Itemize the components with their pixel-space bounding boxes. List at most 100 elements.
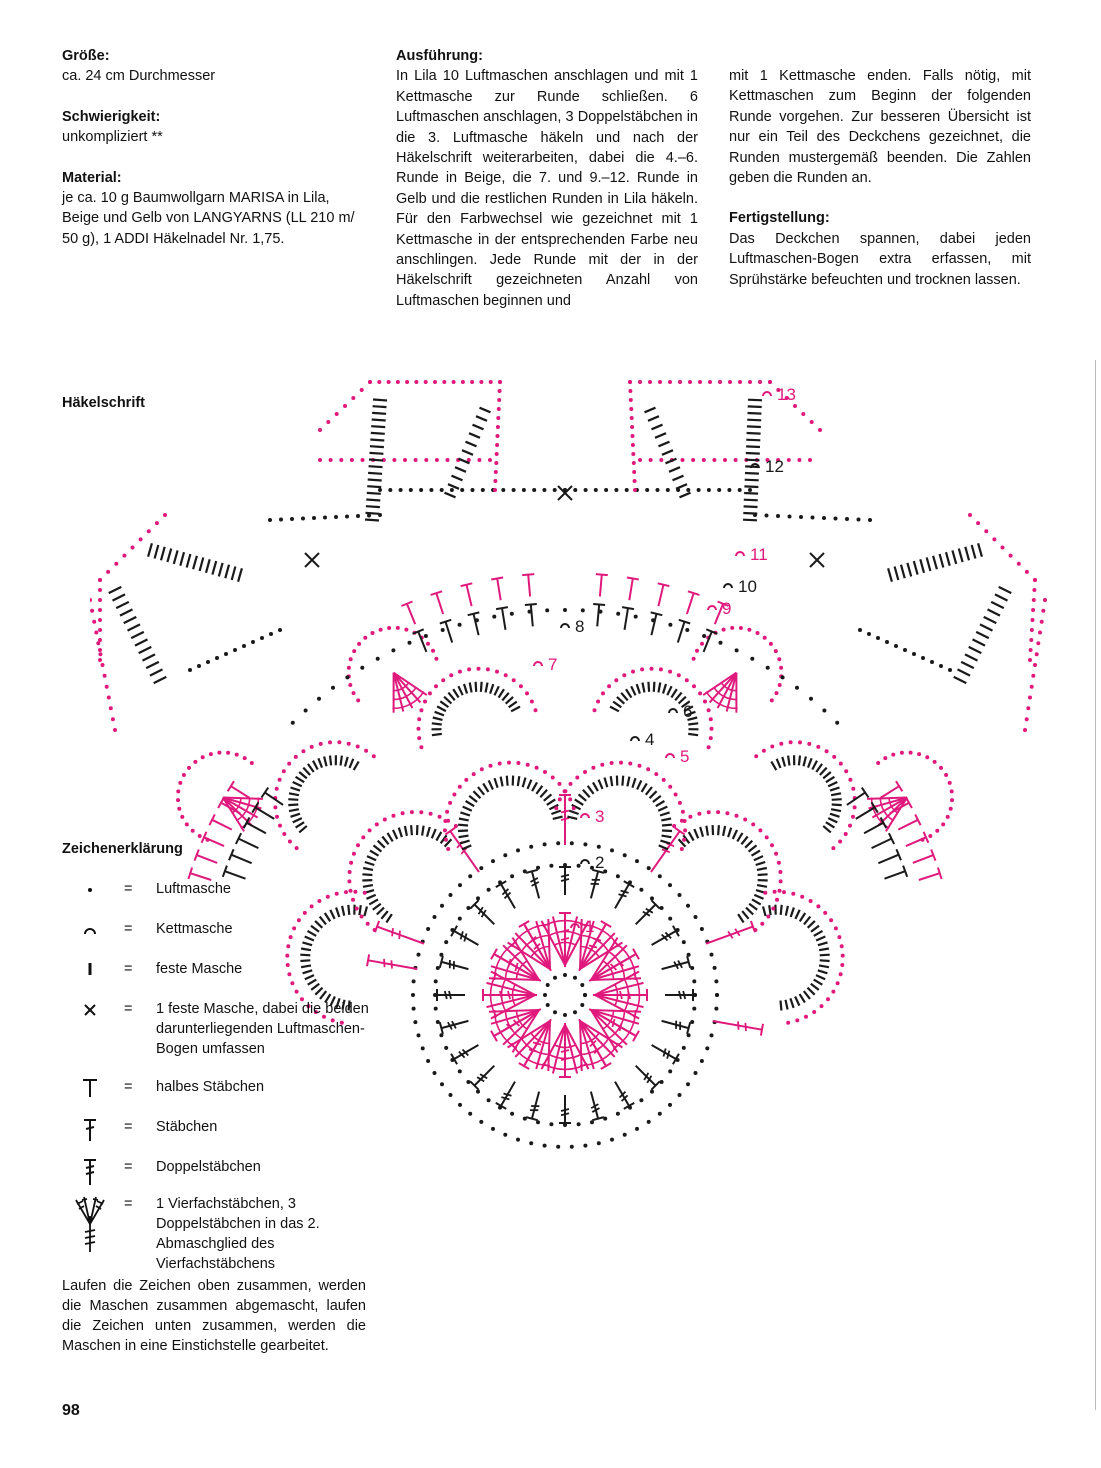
chain-stitch [470, 488, 475, 492]
chain-stitch [493, 470, 498, 474]
single-crochet [745, 458, 760, 462]
cluster-stitch [579, 1020, 606, 1065]
single-crochet [444, 491, 456, 499]
single-crochet [237, 567, 243, 583]
chain-stitch [646, 1119, 651, 1124]
single-crochet [484, 682, 489, 693]
single-crochet [806, 757, 813, 768]
chain-stitch [294, 989, 299, 994]
chain-stitch [631, 461, 636, 465]
chain-stitch [361, 835, 366, 840]
single-crochet [362, 873, 373, 877]
chain-stitch [351, 691, 356, 696]
chain-stitch [777, 683, 782, 687]
double-crochet [589, 871, 600, 899]
chain-stitch [286, 944, 291, 949]
arc-icon [72, 919, 108, 945]
chain-stitch [928, 834, 933, 838]
single-crochet [661, 834, 672, 839]
chain-stitch [688, 814, 693, 819]
single-crochet [292, 817, 303, 824]
single-crochet [968, 645, 982, 655]
single-crochet [806, 986, 816, 996]
chain-stitch [682, 837, 687, 842]
single-crochet [625, 688, 633, 699]
chain-stitch [444, 1045, 449, 1050]
chain-stitch [838, 972, 843, 977]
chain-stitch [322, 1014, 326, 1019]
chain-stitch [692, 979, 697, 984]
rounds-6-7 [176, 625, 954, 851]
chain-stitch [536, 1120, 540, 1125]
chain-stitch [573, 975, 577, 980]
single-crochet [328, 755, 333, 766]
chain-stitch [301, 516, 305, 521]
chain-stitch [668, 1069, 673, 1074]
single-crochet [386, 832, 394, 842]
chain-stitch [737, 488, 742, 492]
chain-stitch [275, 814, 279, 819]
chain-stitch [835, 981, 840, 986]
chain-stitch [347, 879, 352, 884]
chain-stitch [533, 708, 538, 713]
single-crochet [747, 398, 763, 402]
single-crochet [465, 800, 475, 808]
chain-stitch [392, 458, 397, 462]
chain-stitch [411, 1006, 416, 1011]
chain-stitch [715, 993, 719, 997]
single-crochet [761, 906, 767, 917]
chain-stitch [426, 641, 430, 646]
single-crochet [912, 560, 919, 575]
chain-stitch [779, 665, 784, 670]
chain-stitch [545, 1003, 550, 1007]
chain-stitch [476, 1089, 480, 1094]
single-crochet [661, 449, 674, 456]
single-crochet [603, 777, 609, 788]
chain-stitch [1033, 578, 1037, 582]
single-crochet [794, 996, 801, 1007]
chain-stitch [419, 488, 424, 492]
single-crochet [822, 771, 832, 780]
chain-stitch [1029, 628, 1034, 632]
chain-stitch [441, 678, 446, 683]
cluster-stitch [702, 671, 737, 696]
chain-stitch [690, 1020, 695, 1024]
chain-stitch [494, 452, 499, 456]
chain-stitch [691, 458, 696, 462]
single-crochet [458, 817, 469, 822]
single-crochet [657, 805, 668, 812]
chain-stitch [367, 513, 371, 518]
chain-stitch [494, 461, 499, 465]
single-crochet [475, 415, 488, 422]
chain-stitch [395, 380, 400, 384]
single-crochet [431, 722, 442, 726]
chain-stitch [677, 800, 682, 805]
chain-stitch [423, 699, 427, 704]
single-crochet [153, 544, 160, 559]
single-crochet [744, 471, 759, 475]
single-crochet [307, 978, 317, 986]
chain-stitch [632, 479, 637, 483]
chain-stitch [269, 632, 273, 636]
chain-stitch [1031, 608, 1036, 612]
chain-stitch [303, 708, 308, 713]
chain-stitch [388, 488, 393, 492]
cluster-stitch [511, 1009, 540, 1053]
single-crochet [300, 953, 311, 957]
single-crochet [746, 445, 761, 449]
chain-stitch [771, 906, 776, 911]
chain-stitch [200, 755, 205, 760]
single-crochet [380, 910, 389, 920]
single-crochet [644, 786, 653, 796]
chain-stitch [163, 513, 167, 517]
chain-stitch [705, 1046, 710, 1051]
single-crochet [366, 491, 381, 495]
chain-stitch [178, 780, 183, 785]
single-crochet [504, 696, 514, 705]
chain-stitch [331, 685, 335, 690]
half-double-crochet [472, 613, 480, 636]
cluster-stitch [579, 1020, 595, 1070]
chain-stitch [614, 488, 619, 492]
chain-stitch [894, 644, 898, 648]
single-crochet [803, 915, 812, 926]
